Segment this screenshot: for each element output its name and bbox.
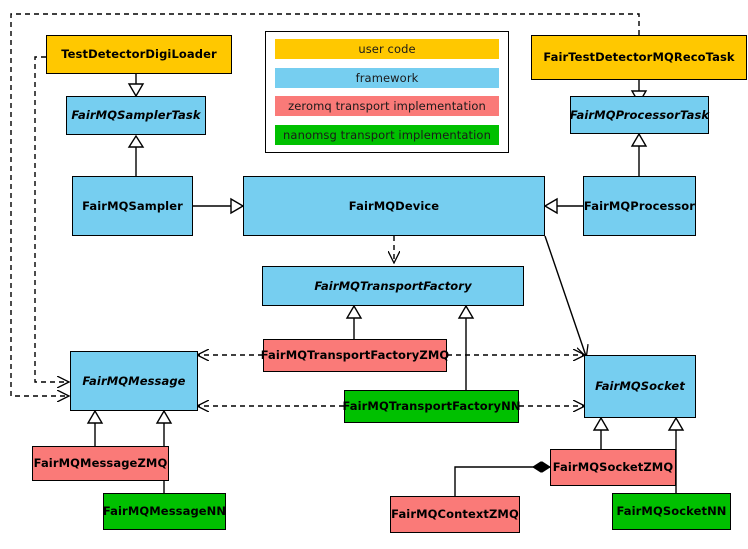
node-label: FairMQSocketNN	[616, 504, 727, 519]
node-fair-mq-sampler[interactable]: FairMQSampler	[72, 176, 193, 236]
node-fair-mq-processor-task[interactable]: FairMQProcessorTask	[570, 96, 709, 134]
node-label: FairMQMessageNN	[102, 504, 227, 519]
legend-item-zeromq: zeromq transport implementation	[275, 96, 499, 117]
node-fair-mq-transport-factory[interactable]: FairMQTransportFactory	[262, 266, 524, 306]
edge-digiloader-message	[34, 56, 68, 382]
node-label: FairMQSamplerTask	[71, 108, 201, 123]
legend-label: framework	[355, 70, 419, 85]
node-label: FairMQMessage	[82, 373, 186, 388]
node-fair-mq-socket-zmq[interactable]: FairMQSocketZMQ	[550, 449, 676, 486]
legend-label: zeromq transport implementation	[288, 99, 486, 114]
node-fair-mq-message[interactable]: FairMQMessage	[70, 351, 198, 411]
node-test-detector-digi-loader[interactable]: TestDetectorDigiLoader	[46, 35, 232, 74]
node-label: FairMQSocketZMQ	[552, 460, 674, 475]
node-fair-mq-message-zmq[interactable]: FairMQMessageZMQ	[32, 446, 169, 481]
legend-label: user code	[358, 42, 416, 56]
node-fair-mq-socket-nn[interactable]: FairMQSocketNN	[612, 493, 731, 530]
node-label: FairMQTransportFactoryNN	[342, 399, 521, 414]
node-fair-mq-processor[interactable]: FairMQProcessor	[583, 176, 696, 236]
node-label: FairTestDetectorMQRecoTask	[543, 50, 735, 65]
node-label: FairMQMessageZMQ	[33, 456, 168, 471]
node-label: FairMQTransportFactory	[314, 278, 472, 293]
node-label: FairMQTransportFactoryZMQ	[260, 348, 450, 363]
node-fair-mq-transport-factory-nn[interactable]: FairMQTransportFactoryNN	[342, 390, 521, 423]
legend-label: nanomsg transport implementation	[283, 127, 491, 142]
node-label: FairMQProcessorTask	[569, 107, 710, 122]
node-label: TestDetectorDigiLoader	[61, 47, 217, 62]
edge-device-socket	[544, 235, 586, 356]
node-label: FairMQSocket	[595, 379, 685, 394]
node-label: FairMQContextZMQ	[391, 507, 519, 522]
node-fair-mq-message-nn[interactable]: FairMQMessageNN	[103, 493, 226, 530]
legend-panel: user code framework zeromq transport imp…	[265, 31, 509, 153]
node-fair-mq-transport-factory-zmq[interactable]: FairMQTransportFactoryZMQ	[260, 339, 450, 372]
node-fair-mq-sampler-task[interactable]: FairMQSamplerTask	[66, 96, 206, 135]
legend-item-nanomsg: nanomsg transport implementation	[275, 124, 499, 145]
node-label: FairMQSampler	[82, 198, 183, 213]
legend-item-framework: framework	[275, 67, 499, 88]
node-fair-mq-device[interactable]: FairMQDevice	[243, 176, 545, 236]
node-label: FairMQDevice	[348, 198, 440, 213]
node-fair-mq-context-zmq[interactable]: FairMQContextZMQ	[390, 496, 520, 533]
node-fair-mq-socket[interactable]: FairMQSocket	[584, 355, 696, 418]
node-label: FairMQProcessor	[583, 198, 696, 213]
node-fair-test-detector-mq-reco-task[interactable]: FairTestDetectorMQRecoTask	[531, 35, 747, 80]
legend-item-user-code: user code	[275, 39, 499, 59]
